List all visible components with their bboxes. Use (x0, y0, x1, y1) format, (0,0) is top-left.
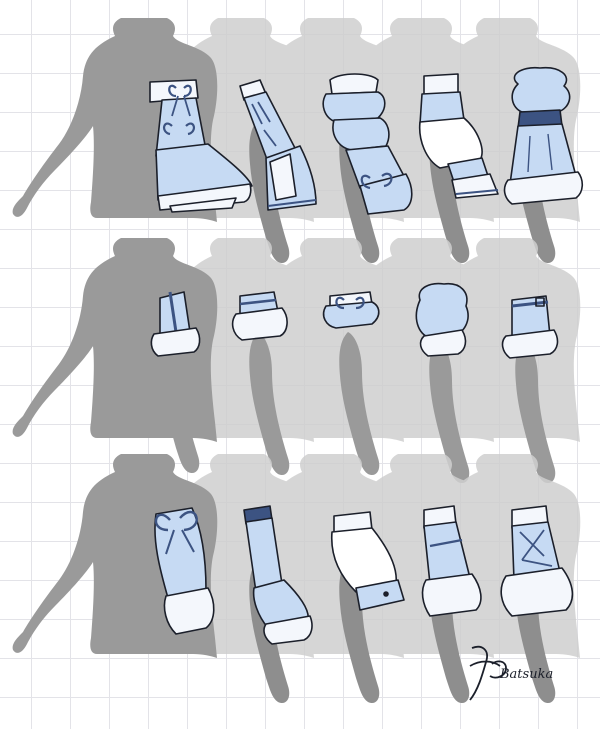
row-2-sleeves (12, 238, 581, 484)
sleeve-tiered-frill (421, 505, 482, 617)
sleeve-white-bishop (418, 73, 499, 199)
sleeve-fitted-flare (243, 505, 313, 645)
sleeve-ruffled-bell (149, 79, 253, 213)
sleeve-short-belted (150, 291, 201, 357)
sleeve-bow-bishop (154, 507, 215, 635)
sleeve-short-bow-puff (322, 291, 380, 329)
sleeve-corset-puff (503, 66, 584, 205)
sleeve-laced-flared (239, 79, 317, 211)
sleeve-short-buckle (501, 295, 559, 359)
row-3-sleeves (12, 454, 581, 704)
signature-text: Batsuka (499, 667, 553, 682)
row-1-sleeves (12, 18, 584, 264)
sleeve-tiered-puff (322, 73, 413, 215)
sleeve-cuffed-bishop (330, 511, 405, 611)
sleeve-short-cuff (231, 291, 288, 341)
sleeve-laced-tiered (500, 505, 574, 617)
sleeve-short-balloon (415, 282, 469, 357)
artist-signature (469, 645, 507, 701)
